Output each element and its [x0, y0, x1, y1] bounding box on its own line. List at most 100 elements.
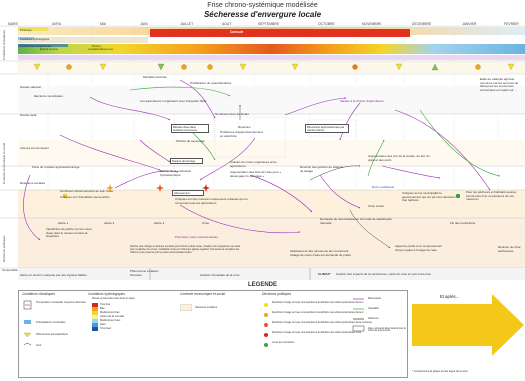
- event-perte: Perte de récoltes agricoles/fourrage: [32, 165, 80, 169]
- legend-col2-title: Conditions hydrologiques: [88, 292, 126, 296]
- temporalite-climax-text: Gestion des impacts de la sécheresse, so…: [336, 272, 432, 276]
- legend-hydro-3: Autour de la normale: [100, 315, 125, 318]
- event-mesures: Nombre des collèges et lekteurs menacés …: [130, 245, 241, 254]
- legend-hydro-1: Bas: [100, 307, 105, 310]
- event-saisies: Saisies à la chaîne d'agriculteurs: [340, 99, 384, 103]
- event-choc: Choc social: [368, 204, 384, 208]
- event-vigilance: Pour les pêcheurs et habitants jeunes (c…: [466, 190, 517, 202]
- legend-line-0: Résonance: [368, 297, 382, 300]
- legend-decision-3: Restriction d'usage de l'eau corresponda…: [272, 332, 362, 334]
- event-fin-restrictions: Fin des restrictions: [450, 221, 476, 225]
- legend-hydro-0: Très bas: [100, 303, 110, 306]
- event-buzz: Buzz médiatique: [372, 185, 395, 189]
- event-augmentation-vente: Augmentation des bois de l'eau pour « dé…: [230, 170, 282, 178]
- legend-item-vacances: Vacances scolaires: [195, 306, 218, 309]
- legend-col2-subtitle: Niveau mensuel des cours d'eau et nappe: [92, 298, 135, 300]
- month-decembre: DECEMBRE: [412, 22, 432, 26]
- event-premieres-voies: Premières voies contrevenantes: [175, 235, 218, 239]
- legend-climate-icons: [23, 300, 32, 346]
- legend-line-1: Causalité: [368, 307, 379, 310]
- legend-decision-2: Restriction d'usage de l'eau corresponda…: [272, 322, 372, 324]
- lane-label-national: Niveau national: [20, 85, 41, 89]
- event-problemes: Problèmes d'approvisionnement en électri…: [220, 130, 263, 138]
- month-novembre: NOVEMBRE: [362, 22, 382, 26]
- month-fevrier: FEVRIER: [504, 22, 519, 26]
- band-label-episode: Épisode de pluie: [40, 48, 58, 51]
- event-mortalite: Mortalité piscicole: [143, 75, 167, 79]
- row-label-contexte: Contexte économique et social: [2, 142, 6, 184]
- row-label-temporalite: Temporalité: [2, 268, 18, 272]
- event-baisse: Baisse de la production hydroélectrique: [160, 169, 192, 177]
- band-label-precoce: Précoce: [92, 45, 101, 48]
- legend-item-temp: Température mensuelle moyenne observée: [36, 301, 86, 304]
- legend-item-phenomene: Phénomène atmosphérique: [36, 333, 68, 336]
- legend-vacances-swatch: [180, 304, 192, 311]
- event-abaissement: Abaissement des normes de lac concernant…: [290, 249, 351, 257]
- legend-hydro-5: Haut: [100, 323, 106, 326]
- event-prolif: Prolifération de cyanobactéries: [190, 81, 232, 85]
- event-interdiction-peche: Interdiction de pêche sur les cours d'ea…: [46, 227, 92, 239]
- band-label-printemps: Printemps: [20, 29, 32, 32]
- legend-col4-title: Décisions politiques: [262, 292, 292, 296]
- event-critiques-municipalite: Critiques sur la municipalité le gouvern…: [402, 191, 456, 203]
- event-reunions: Réunions: [238, 125, 251, 129]
- month-avril: AVRIL: [52, 22, 62, 26]
- alert3-label: Alerte 3: [154, 221, 165, 225]
- band-label-canicule: Canicule: [230, 30, 244, 34]
- legend-decision-icons: [264, 303, 268, 347]
- event-detournements: Nombreux détournements au sein d'eau: [60, 189, 114, 193]
- event-rencontres: Rencontres approvisionnées par camion-ci…: [305, 124, 349, 133]
- legend-hydro-4: Modérément haut: [100, 319, 121, 322]
- legend-item-vent: Vent: [36, 344, 42, 347]
- month-juillet: JUILLET: [180, 22, 194, 26]
- legend-decision-4: Levée des restrictions: [272, 342, 295, 344]
- event-agriculteurs: Les agriculteurs s'organisent pour inter…: [140, 99, 207, 103]
- month-septembre: SEPTEMBRE: [258, 22, 279, 26]
- row-label-decisions: Décisions politiques: [2, 235, 6, 262]
- band-label-hydro: Conditions hydrologiques: [20, 38, 50, 41]
- event-demande-reconnaissance: Demande de reconnaissance d'un état de c…: [320, 217, 392, 225]
- event-lieux: Nombreux lieux de festés: [215, 112, 249, 116]
- legend-item-precip: Précipitations mensuelles: [36, 321, 66, 324]
- band-label-precip: Précipitations exceptionnelles: [20, 45, 52, 48]
- event-appel-prefet: Appel du préfet à un comportement citoye…: [395, 244, 443, 252]
- temporalite-climax: CLIMAX*: [318, 272, 331, 276]
- temporalite-latence: Alerte en tension marquée par des signau…: [20, 273, 87, 277]
- page-subtitle: Sécheresse d'envergure locale: [203, 10, 322, 19]
- event-cellules: Cellules de crises organisées entre agri…: [230, 160, 277, 168]
- legend-hydro-scale: [92, 303, 98, 331]
- event-elections: Elections municipales: [34, 94, 63, 98]
- alert1-label: Alerte 1: [58, 221, 69, 225]
- event-reunion-crise: Réunion de crise sécheresse: [498, 245, 521, 253]
- band-label-sec: exceptionnellement sec: [88, 48, 113, 51]
- legend-col3-title: Contexte économique et social: [180, 292, 226, 296]
- legend-decision-1: Restriction d'usage de l'eau corresponda…: [272, 312, 364, 314]
- page-title: Frise chrono-systémique modélisée: [207, 2, 318, 9]
- event-augmentation: Augmentation des prix de la viande, du l…: [368, 154, 430, 162]
- legend-decision-0: Restriction d'usage de l'eau corresponda…: [272, 302, 364, 304]
- event-reunion-gerants: Réunion des gérants de stations de lavag…: [300, 165, 344, 173]
- lane-label-eco: Acteurs économiques: [20, 146, 49, 150]
- month-janvier: JANVIER: [462, 22, 477, 26]
- legend-col1-title: Conditions climatiques: [22, 292, 55, 296]
- legend-title: LEGENDE: [247, 282, 277, 288]
- row-label-climat: Conditions climatiques: [2, 29, 6, 60]
- lane-label-local: Niveau local: [20, 113, 37, 117]
- event-abreuvement: Abreuvement: [172, 190, 204, 196]
- legend-line-icons: [352, 298, 365, 332]
- event-rupture: Rupture de fourrage: [170, 158, 203, 164]
- legend-footnote: * Correspond à la phase la plus aiguë de…: [412, 370, 468, 373]
- lane-label-sociales: Réactions sociales: [20, 181, 46, 185]
- et-apres-label: Et après...: [440, 294, 460, 299]
- month-mars: MARS: [8, 22, 18, 26]
- legend-line-3: Idées, éléments déterminants pour la sui…: [368, 328, 406, 332]
- legend-line-2: Influence: [368, 317, 379, 320]
- alert2-label: Alerte 2: [104, 221, 115, 225]
- timeline-diagram: [0, 25, 525, 280]
- event-etats-calamite: Etats de calamité agricole reconnus par …: [480, 77, 519, 92]
- et-apres-arrow: [412, 294, 524, 356]
- temporalite-phenomene: Phénomène initiateur: Pénuries: [130, 269, 160, 277]
- temporalite-gestion: Gestion immédiate de la crise: [200, 273, 240, 277]
- event-refuses: Refusés d'eau dans certaines communes: [171, 124, 209, 133]
- month-octobre: OCTOBRE: [318, 22, 335, 26]
